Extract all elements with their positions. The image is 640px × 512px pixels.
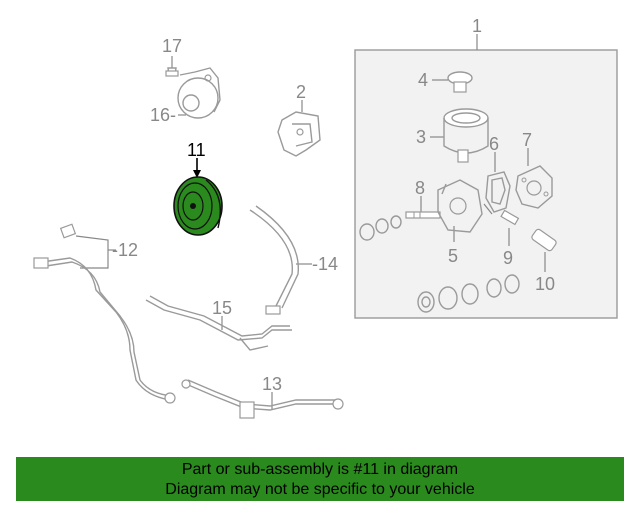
- part-4-cap: [432, 71, 473, 93]
- callout-7: 7: [522, 130, 532, 150]
- callout-9: 9: [503, 248, 513, 268]
- part-2-bracket: [277, 100, 321, 157]
- callout-10: 10: [535, 274, 555, 294]
- part-16-pump: [177, 67, 221, 119]
- part-17-bolt: [165, 56, 179, 77]
- part-7-cover: [515, 148, 553, 209]
- part-11-pulley: [173, 158, 223, 236]
- part-15-tube: [145, 295, 292, 351]
- bottom-seals: [417, 274, 520, 313]
- callout-6: 6: [489, 134, 499, 154]
- part-13-tube: [181, 379, 344, 419]
- info-banner: Part or sub-assembly is #11 in diagram D…: [16, 457, 624, 501]
- part-6-gasket: [483, 152, 511, 215]
- banner-line-2: Diagram may not be specific to your vehi…: [165, 481, 475, 498]
- callout-16: 16-: [150, 105, 176, 125]
- callout-11: 11: [187, 140, 206, 160]
- banner-line-1: Part or sub-assembly is #11 in diagram: [181, 461, 459, 478]
- part-5-pump-body: [437, 179, 483, 242]
- callout-15: 15: [212, 298, 232, 318]
- part-3-reservoir: [430, 108, 489, 163]
- callout-5: 5: [448, 246, 458, 266]
- callout-17: 17: [162, 36, 182, 56]
- callout-12: -12: [112, 240, 138, 260]
- assembly-box: [354, 49, 618, 319]
- callout-13: 13: [262, 374, 282, 394]
- callout-14: -14: [312, 254, 338, 274]
- seal-rings: [359, 215, 402, 241]
- part-10-fitting: [531, 228, 557, 272]
- callout-3: 3: [416, 127, 426, 147]
- callout-2: 2: [296, 82, 306, 102]
- callout-8: 8: [415, 178, 425, 198]
- part-12-hose: [33, 223, 176, 404]
- part-9-valve: [500, 209, 520, 246]
- callout-1: 1: [472, 16, 482, 36]
- callout-4: 4: [418, 70, 428, 90]
- part-14-hose: [249, 205, 312, 315]
